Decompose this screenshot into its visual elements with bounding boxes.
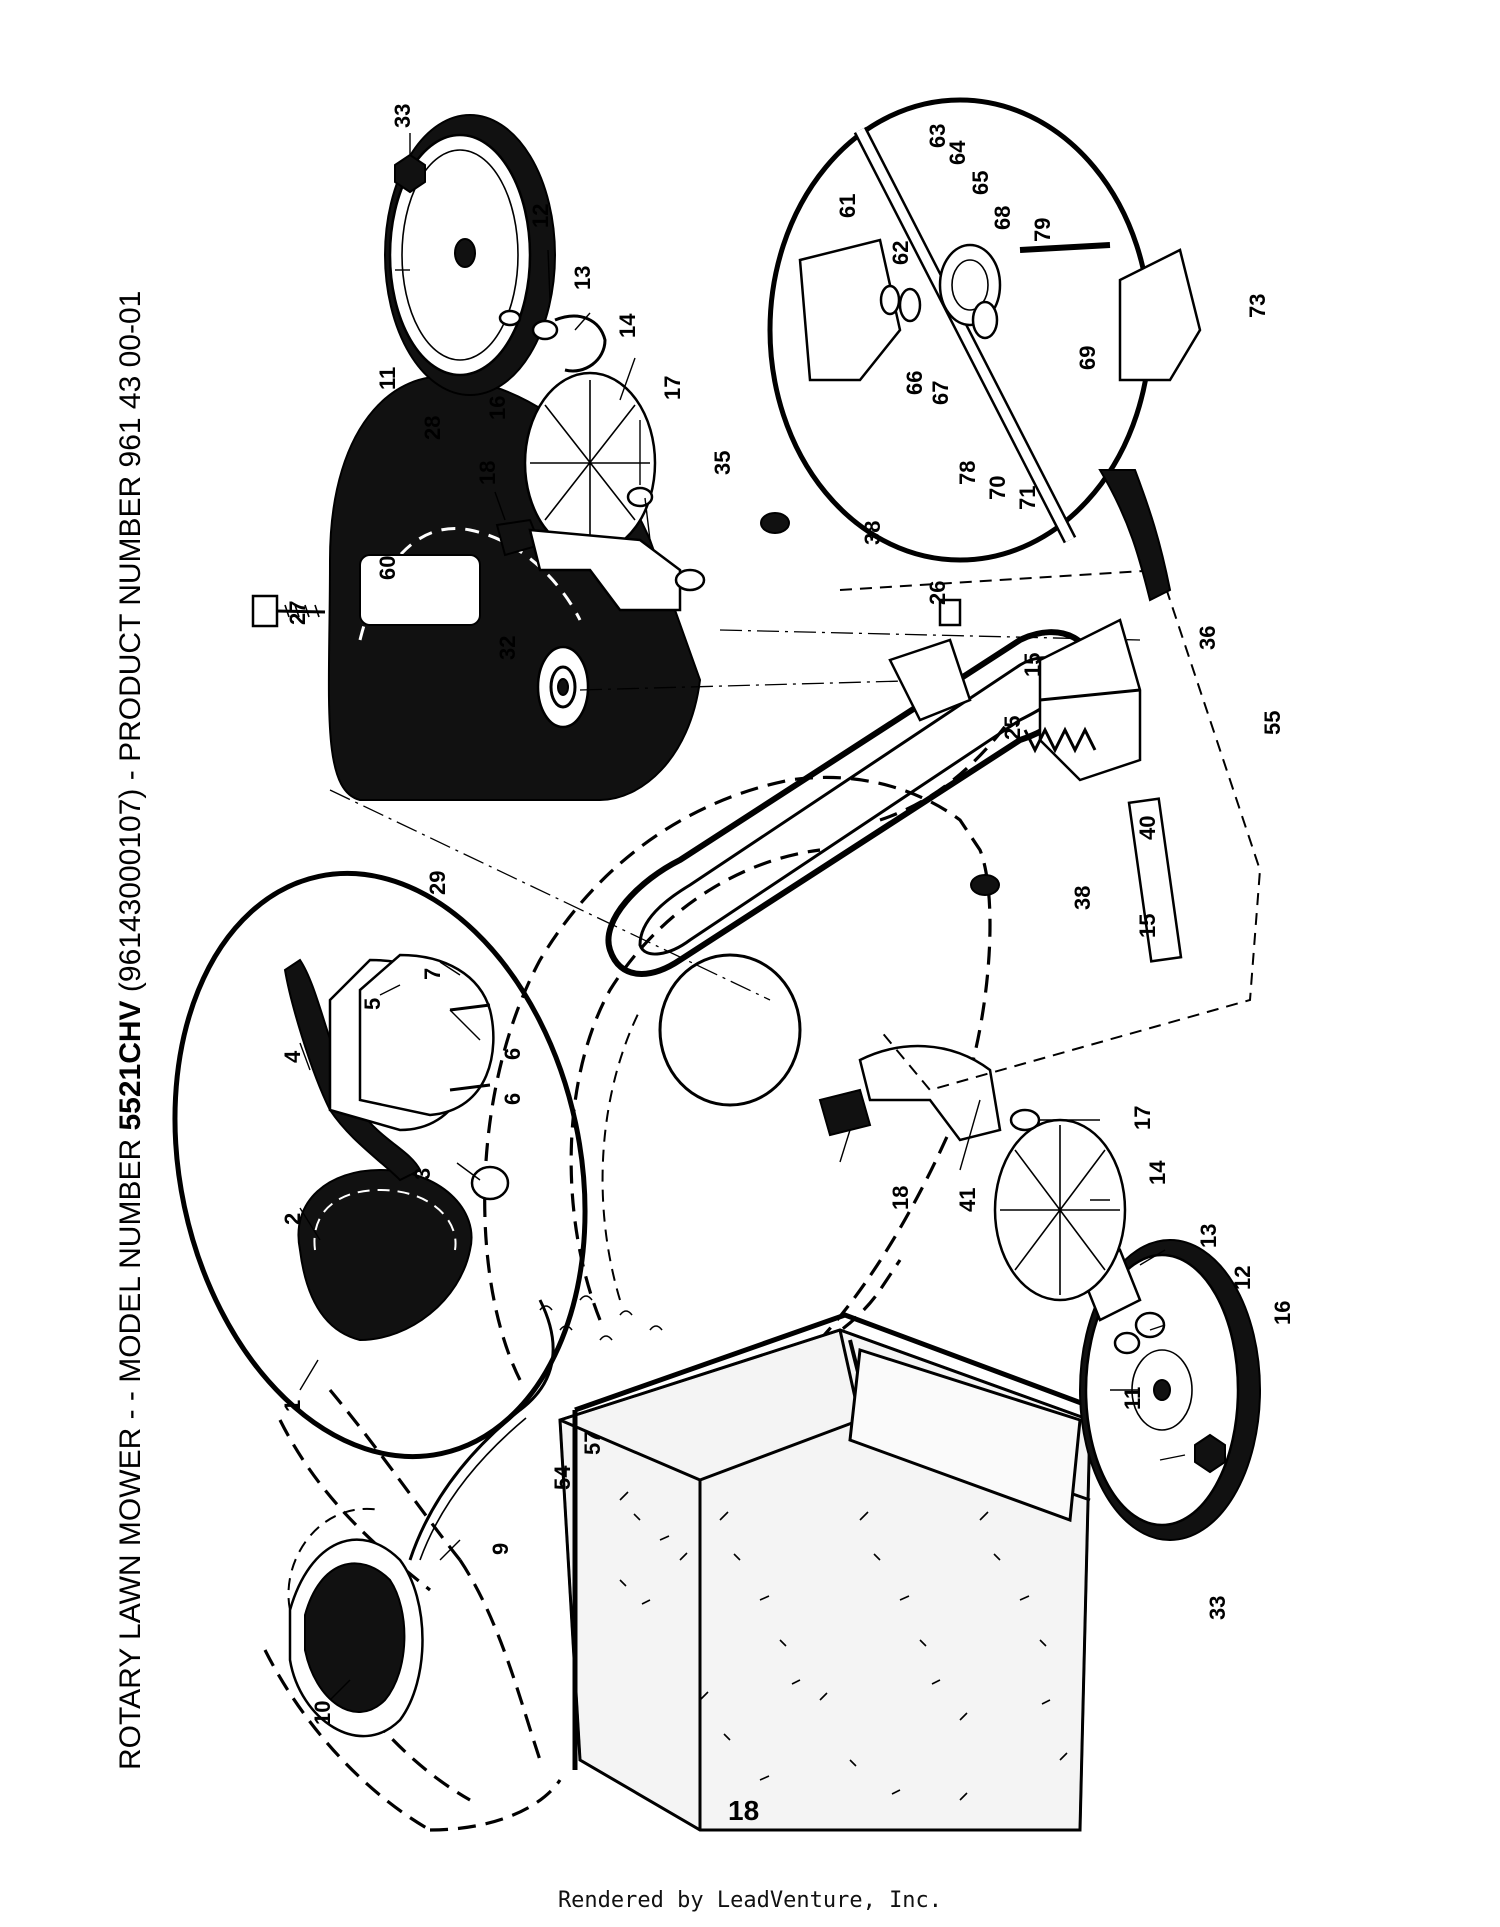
title-prefix: ROTARY LAWN MOWER - - MODEL NUMBER [114,1131,147,1770]
callout-3: 3 [410,1168,435,1180]
part-32-pulley [536,645,590,729]
callout-7: 7 [420,968,445,980]
blade-center-hole [658,953,802,1107]
callout-26: 26 [925,581,950,605]
callout-69: 69 [1075,346,1100,370]
callout-18-bottom: 18 [888,1186,913,1210]
part-36-transmission [1038,618,1142,782]
part-38-nut-b [970,874,1000,896]
callout-60: 60 [375,556,400,580]
callout-29: 29 [425,871,450,895]
callout-11-bottom: 11 [1120,1387,1145,1410]
footer-credit: Rendered by LeadVenture, Inc. [557,1888,943,1913]
callout-14-top: 14 [615,313,640,338]
callout-61: 61 [835,194,860,218]
deck-texture [539,1295,663,1341]
part-55-axle-tube [1127,797,1183,963]
part-25-bracket [888,638,972,722]
callout-78: 78 [955,461,980,485]
callout-27: 27 [285,601,310,625]
callout-36: 36 [1195,626,1220,650]
callout-18-top: 18 [475,461,500,485]
callout-13-top: 13 [570,266,595,290]
callout-17-top: 17 [660,376,685,400]
callout-54: 54 [550,1465,575,1490]
callout-6a: 6 [500,1048,525,1060]
callout-64: 64 [945,140,970,165]
part-14-wheel-plate-top [523,371,657,555]
callout-57: 57 [580,1431,605,1455]
callout-38-a: 38 [860,521,885,545]
part-40-spring [1023,726,1097,754]
callout-28: 28 [420,416,445,440]
callout-1: 1 [280,1400,305,1412]
callout-10: 10 [310,1701,335,1725]
callout-35: 35 [710,451,735,475]
part-10-shield [287,1507,424,1738]
callout-70: 70 [985,476,1010,500]
callout-32: 32 [495,636,520,660]
callout-5: 5 [360,998,385,1010]
part-35-height-bracket-top [528,528,706,612]
callout-79: 79 [1030,218,1055,242]
callout-25: 25 [1000,716,1025,740]
callout-16-bottom: 16 [1270,1301,1295,1325]
callout-12-top: 12 [528,204,553,228]
callout-16-top: 16 [485,396,510,420]
callout-9: 9 [488,1543,513,1555]
callout-4: 4 [280,1050,305,1063]
callout-labels: 1 2 3 4 5 6 6 7 9 10 11 11 12 12 13 13 1… [280,104,1295,1725]
part-60-label [359,554,481,626]
part-38-nut-a [760,512,790,534]
part-27-bolt [251,594,326,628]
diagram-title: ROTARY LAWN MOWER - - MODEL NUMBER 5521C… [114,291,147,1770]
callout-66: 66 [902,371,927,395]
callout-15-a: 15 [1020,653,1045,677]
callout-62: 62 [888,241,913,265]
callout-67: 67 [928,381,953,405]
callout-12-bottom: 12 [1230,1266,1255,1290]
callout-38-b: 38 [1070,886,1095,910]
callout-41: 41 [955,1188,980,1212]
part-18-height-knob-bottom [818,1088,872,1137]
part-12-13-16-hub-top [498,309,607,373]
grass-catcher [558,1312,1101,1832]
callout-65: 65 [968,171,993,195]
centerline [329,789,771,1001]
part-17-washer-top [626,486,654,508]
callout-13-bottom: 13 [1196,1224,1221,1248]
page-number: 18 [728,1795,759,1826]
callout-71: 71 [1015,486,1040,510]
callout-11-top: 11 [375,367,400,390]
callout-2: 2 [280,1213,305,1225]
callout-73: 73 [1245,294,1270,318]
callout-17-bottom: 17 [1130,1106,1155,1130]
callout-33-bottom: 33 [1205,1596,1230,1620]
part-17-washer-bottom [1009,1108,1041,1132]
part-9-cable [408,1299,555,1561]
drive-box [839,568,1262,1092]
title-suffix: (96143000107) - PRODUCT NUMBER 961 43 00… [114,291,147,1001]
catcher-texture [619,1491,1068,1801]
callout-63: 63 [925,124,950,148]
callout-6b: 6 [500,1093,525,1105]
callout-40: 40 [1135,816,1160,840]
leader-lines [299,133,1186,1701]
blade-detail-inset [172,870,588,1460]
callout-33-top: 33 [390,104,415,128]
callout-14-bottom: 14 [1145,1160,1170,1185]
part-33-nut-bottom [1194,1433,1226,1474]
title-model: 5521CHV [114,1000,147,1130]
callout-55: 55 [1260,711,1285,735]
callout-15-b: 15 [1135,914,1160,938]
part-14-wheel-plate-bottom [993,1118,1127,1302]
callout-68: 68 [990,206,1015,230]
part-41-height-bracket-bottom [858,1044,1002,1142]
gear-detail-inset [767,97,1202,602]
part-26-bolt [938,598,962,627]
